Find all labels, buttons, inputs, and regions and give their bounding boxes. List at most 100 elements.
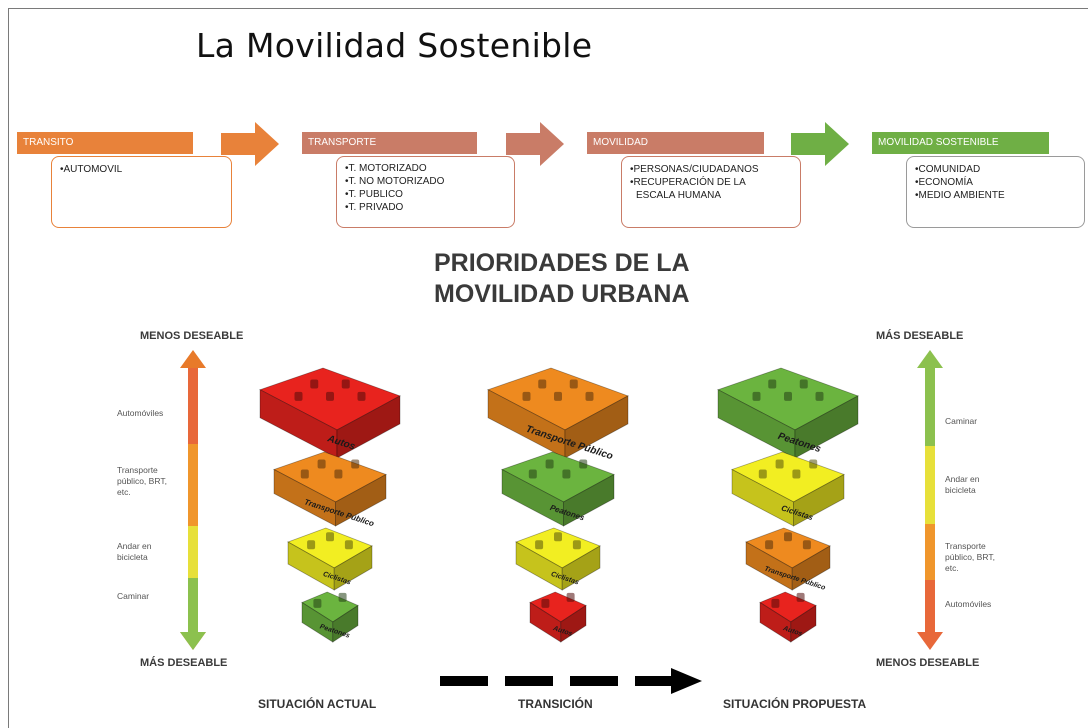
label-situacion-propuesta: SITUACIÓN PROPUESTA [723,697,867,711]
stack-block-actual-1: Transporte Público [272,451,387,528]
stack-figure [310,379,319,389]
stack-block-actual-0: Autos [258,367,401,459]
stack-figure [545,459,554,469]
stage-item: •RECUPERACIÓN DE LA [630,177,746,188]
stack-figure [775,459,784,469]
stack-figure [765,540,774,550]
pyramid-title: PRIORIDADES DE LA MOVILIDAD URBANA [434,248,690,310]
stage-header-transito: TRANSITO [17,132,193,154]
stack-figure [569,379,578,389]
transition-arrow-icon [440,668,702,694]
stage-item: •AUTOMOVIL [60,164,123,175]
stack-figure [566,592,575,602]
page-title: La Movilidad Sostenible [196,26,593,65]
stack-block-transicion-2: Ciclistas [515,527,601,591]
stack-figure [572,540,581,550]
stage-item: •PERSONAS/CIUDADANOS [630,164,759,175]
stack-block-transicion-3: Autos [529,591,587,643]
stack-figure [341,379,350,389]
stack-figure [307,540,316,550]
arrow-right-icon [506,122,564,166]
stack-block-propuesta-0: Peatones [716,367,859,459]
stack-figure [538,379,547,389]
stack-figure [541,598,550,608]
right-scale-item: Caminar [945,416,978,426]
label-situacion-actual: SITUACIÓN ACTUAL [258,697,377,711]
stage-item: ESCALA HUMANA [636,190,722,201]
page-frame [8,8,1088,728]
stage-header-transporte: TRANSPORTE [302,132,477,154]
stack-figure [522,391,531,401]
left-scale-item: Andar en bicicleta [117,541,152,562]
stack-figure [752,391,761,401]
arrow-right-icon [791,122,849,166]
left-scale-item: Caminar [117,591,150,601]
stack-block-propuesta-3: Autos [759,591,817,643]
stage-header-movilidad: MOVILIDAD [587,132,764,154]
stack-figure [317,459,326,469]
stack-figure [796,592,805,602]
stack-figure [351,459,360,469]
stage-box-movilidad: •PERSONAS/CIUDADANOS •RECUPERACIÓN DE LA… [621,156,801,228]
left-scale-arrow-icon [180,350,206,650]
stage-item: •COMUNIDAD [915,164,981,175]
stack-figure [528,469,537,479]
stage-box-movilidad-sostenible: •COMUNIDAD •ECONOMÍA •MEDIO AMBIENTE [906,156,1085,228]
stack-figure [792,469,801,479]
arrow-right-icon [221,122,279,166]
stack-figure [784,391,792,401]
stack-block-actual-3: Peatones [301,591,359,643]
stage-item: •ECONOMÍA [915,177,973,188]
stack-figure [579,459,588,469]
stack-figure [326,532,334,542]
pyramid-title-line2: MOVILIDAD URBANA [434,280,690,308]
stage-item: •T. PRIVADO [345,202,404,213]
left-bottom-label: MÁS DESEABLE [140,657,228,669]
stack-figure [585,391,594,401]
stack-figure [334,469,343,479]
stack-figure [300,469,309,479]
left-top-label: MENOS DESEABLE [140,330,244,342]
stack-figure [357,391,366,401]
stack-figure [554,532,562,542]
stack-figure [554,391,562,401]
stage-header-movilidad-sostenible: MOVILIDAD SOSTENIBLE [872,132,1049,154]
label-transicion: TRANSICIÓN [518,697,593,711]
stack-figure [344,540,353,550]
stack-block-propuesta-2: Transporte Público [745,527,831,592]
stack-figure [815,391,824,401]
right-scale-item: Andar en bicicleta [945,474,980,495]
stage-item: •T. PUBLICO [345,189,403,200]
stack-figure [784,532,792,542]
stack-figure [758,469,767,479]
stack-figure [326,391,334,401]
stage-box-transporte: •T. MOTORIZADO •T. NO MOTORIZADO •T. PUB… [336,156,515,228]
stack-figure [802,540,811,550]
right-scale-arrow-icon [917,350,943,650]
right-scale-item: Transporte público, BRT, etc. [945,541,995,573]
pyramid-title-line1: PRIORIDADES DE LA [434,249,690,277]
right-top-label: MÁS DESEABLE [876,330,964,342]
stage-item: •MEDIO AMBIENTE [915,190,1005,201]
stage-box-transito: •AUTOMOVIL [51,156,232,228]
stack-figure [799,379,808,389]
stage-item: •T. MOTORIZADO [345,163,427,174]
stack-block-actual-2: Ciclistas [287,527,373,591]
stack-figure [562,469,571,479]
right-bottom-label: MENOS DESEABLE [876,657,980,669]
stack-figure [809,459,818,469]
stack-block-transicion-1: Peatones [500,451,615,527]
stack-block-transicion-0: Transporte Público [486,367,629,462]
stack-figure [768,379,777,389]
stack-figure [535,540,544,550]
stage-item: •T. NO MOTORIZADO [345,176,445,187]
left-scale-item: Transporte público, BRT, etc. [117,465,167,497]
stack-figure [313,598,322,608]
stack-figure [294,391,303,401]
right-scale-item: Automóviles [945,599,992,609]
left-scale-item: Automóviles [117,408,164,418]
stack-block-propuesta-1: Ciclistas [730,451,845,527]
stack-figure [771,598,780,608]
stack-figure [338,592,347,602]
